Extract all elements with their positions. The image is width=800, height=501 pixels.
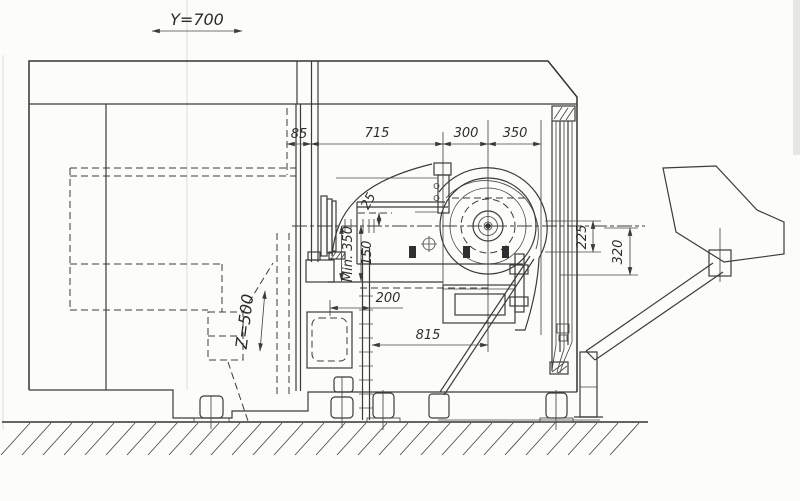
dim-320-label: 320: [611, 240, 626, 265]
ground-hatching: [0, 421, 648, 456]
dim-815-label: 815: [416, 328, 441, 343]
dim-715-label: 715: [365, 126, 390, 141]
dimension-z-travel: Z=500: [232, 290, 267, 352]
dimension-rails: 225 320: [545, 220, 638, 276]
dim-225-label: 225: [575, 225, 590, 250]
scan-artifacts: [2, 0, 800, 430]
dim-25-label: 25: [358, 191, 379, 213]
dimension-bed: 200 815: [329, 291, 489, 348]
dim-200-label: 200: [376, 291, 401, 306]
dim-85-label: 85: [291, 127, 308, 142]
leveling-feet: [193, 376, 574, 430]
spindle-chuck: [292, 195, 645, 283]
dim-min-350-label: Min. 350: [341, 226, 356, 282]
dim-350-label: 350: [503, 126, 528, 141]
machine-column: [286, 61, 437, 391]
z-travel-label: Z=500: [232, 293, 258, 351]
dimension-y-travel: Y=700: [151, 10, 243, 34]
chip-conveyor: [574, 165, 785, 418]
y-travel-label: Y=700: [170, 10, 224, 29]
way-cover-rails: [549, 105, 576, 375]
dim-300-label: 300: [454, 126, 479, 141]
dimension-chain-top: 85 715 300 350: [286, 120, 542, 352]
cabinet-hidden-lines: [69, 167, 296, 422]
machine-enclosure: [28, 60, 600, 421]
dimension-spindle-height: 25 150 Min. 350: [339, 191, 382, 282]
carriage-bed: [306, 248, 535, 420]
dim-150-label: 150: [360, 241, 375, 266]
